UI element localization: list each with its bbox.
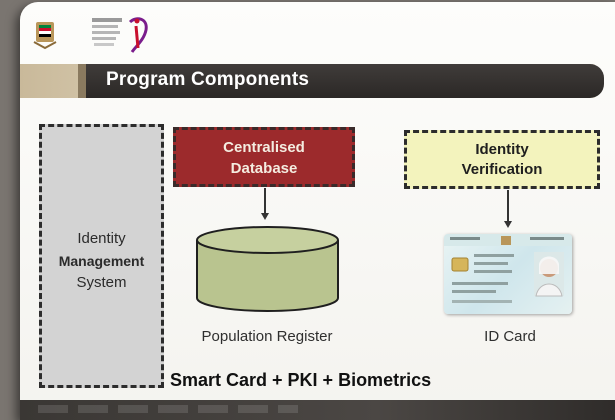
footer-text-blur xyxy=(38,405,298,413)
verification-line-1: Identity xyxy=(475,141,529,158)
bottom-caption: Smart Card + PKI + Biometrics xyxy=(170,370,432,390)
title-accent xyxy=(78,64,86,98)
id-card-label: ID Card xyxy=(484,328,536,345)
verification-line-2: Verification xyxy=(461,161,543,178)
identity-verification-box: Identity Verification xyxy=(404,130,600,189)
identity-management-label: Identity Management System xyxy=(39,228,164,294)
database-arrow-line xyxy=(264,188,266,214)
id-card-image xyxy=(444,234,572,314)
ims-line-3: System xyxy=(76,274,127,291)
identity-management-box xyxy=(39,124,164,388)
centralised-database-box: Centralised Database xyxy=(173,127,355,187)
database-line-1: Centralised xyxy=(223,139,305,156)
database-line-2: Database xyxy=(230,160,298,177)
title-bar xyxy=(78,64,604,98)
verification-arrow-line xyxy=(507,190,509,222)
id-card-graphic xyxy=(444,234,572,303)
population-register-label: Population Register xyxy=(201,328,333,345)
ids-logo-icon xyxy=(92,17,148,53)
footer-band xyxy=(20,400,615,420)
page-title: Program Components xyxy=(106,69,310,90)
verification-arrow-head-icon xyxy=(504,221,512,228)
database-arrow-head-icon xyxy=(261,213,269,220)
ims-line-1: Identity xyxy=(77,230,126,247)
database-cylinder-icon xyxy=(196,226,339,312)
uae-emblem-icon xyxy=(33,22,57,50)
ims-line-2: Management xyxy=(58,253,145,269)
